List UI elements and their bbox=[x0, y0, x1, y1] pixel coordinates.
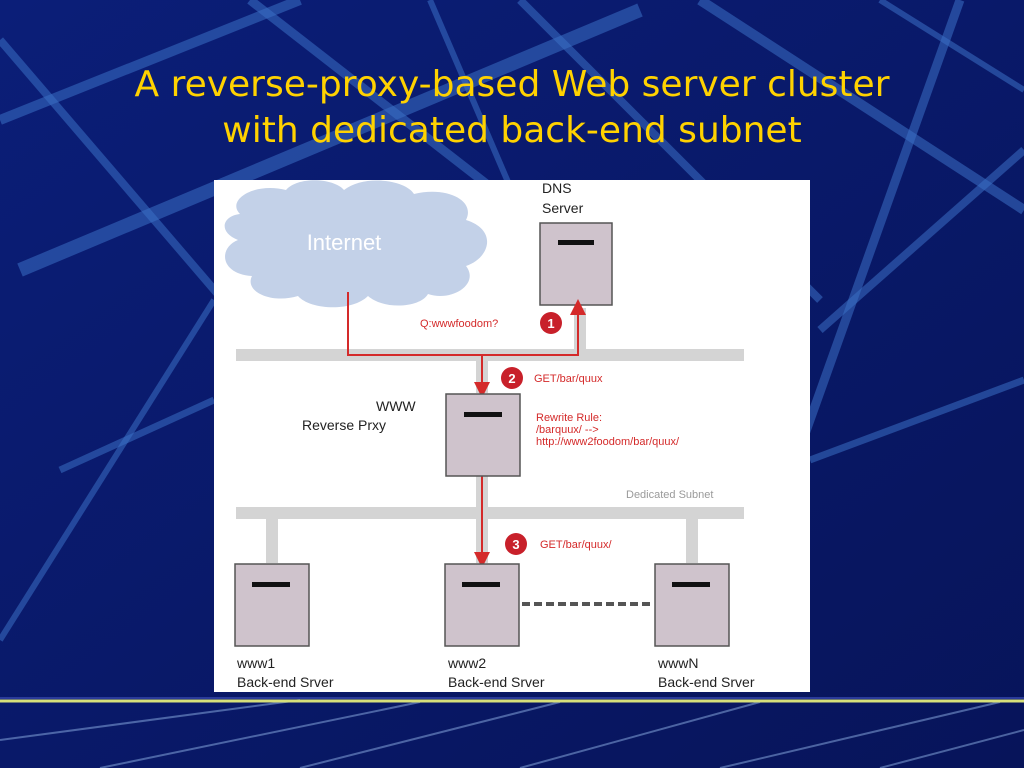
request-path-internet-dns bbox=[347, 292, 586, 356]
slide-title: A reverse-proxy-based Web server cluster… bbox=[0, 62, 1024, 154]
wwwn-connector bbox=[686, 519, 698, 563]
internet-label: Internet bbox=[307, 230, 382, 255]
www1-connector bbox=[266, 519, 278, 563]
www2-role: Back-end Srver bbox=[448, 674, 545, 690]
internet-cloud: Internet bbox=[224, 180, 488, 308]
proxy-label-line-2: Reverse Prxy bbox=[302, 417, 386, 433]
www1-role: Back-end Srver bbox=[237, 674, 334, 690]
wwwn-role: Back-end Srver bbox=[658, 674, 755, 690]
www2-server-box bbox=[444, 563, 520, 647]
step-1-number: 1 bbox=[547, 316, 554, 331]
wwwn-name: wwwN bbox=[657, 655, 698, 671]
slide-title-line-1: A reverse-proxy-based Web server cluster bbox=[134, 64, 890, 105]
rewrite-rule-line-1: Rewrite Rule: bbox=[536, 412, 602, 424]
network-diagram: Internet DNS Server Q:wwwfoodom? 1 2 GET… bbox=[214, 180, 810, 692]
step-2-number: 2 bbox=[508, 371, 515, 386]
dns-server-box bbox=[539, 222, 613, 306]
reverse-proxy-box bbox=[445, 393, 521, 477]
dedicated-subnet-bar bbox=[236, 507, 744, 519]
query-label: Q:wwwfoodom? bbox=[420, 318, 498, 330]
step-3-number: 3 bbox=[512, 537, 519, 552]
rewrite-rule-line-3: http://www2foodom/bar/quux/ bbox=[536, 436, 680, 448]
dns-label-line-2: Server bbox=[542, 200, 584, 216]
proxy-label-line-1: WWW bbox=[376, 398, 416, 414]
www2-name: www2 bbox=[447, 655, 486, 671]
slide-title-line-2: with dedicated back-end subnet bbox=[222, 110, 802, 151]
dns-label-line-1: DNS bbox=[542, 180, 572, 196]
rewrite-rule-line-2: /barquux/ --> bbox=[536, 424, 599, 436]
wwwn-server-box bbox=[654, 563, 730, 647]
step-3-label: GET/bar/quux/ bbox=[540, 539, 612, 551]
www1-server-box bbox=[234, 563, 310, 647]
step-1-badge bbox=[540, 312, 562, 334]
dedicated-subnet-label: Dedicated Subnet bbox=[626, 489, 713, 501]
step-2-label: GET/bar/quux bbox=[534, 373, 603, 385]
www1-name: www1 bbox=[236, 655, 275, 671]
step-2-badge bbox=[501, 367, 523, 389]
step-3-badge bbox=[505, 533, 527, 555]
dns-connector bbox=[574, 308, 586, 352]
